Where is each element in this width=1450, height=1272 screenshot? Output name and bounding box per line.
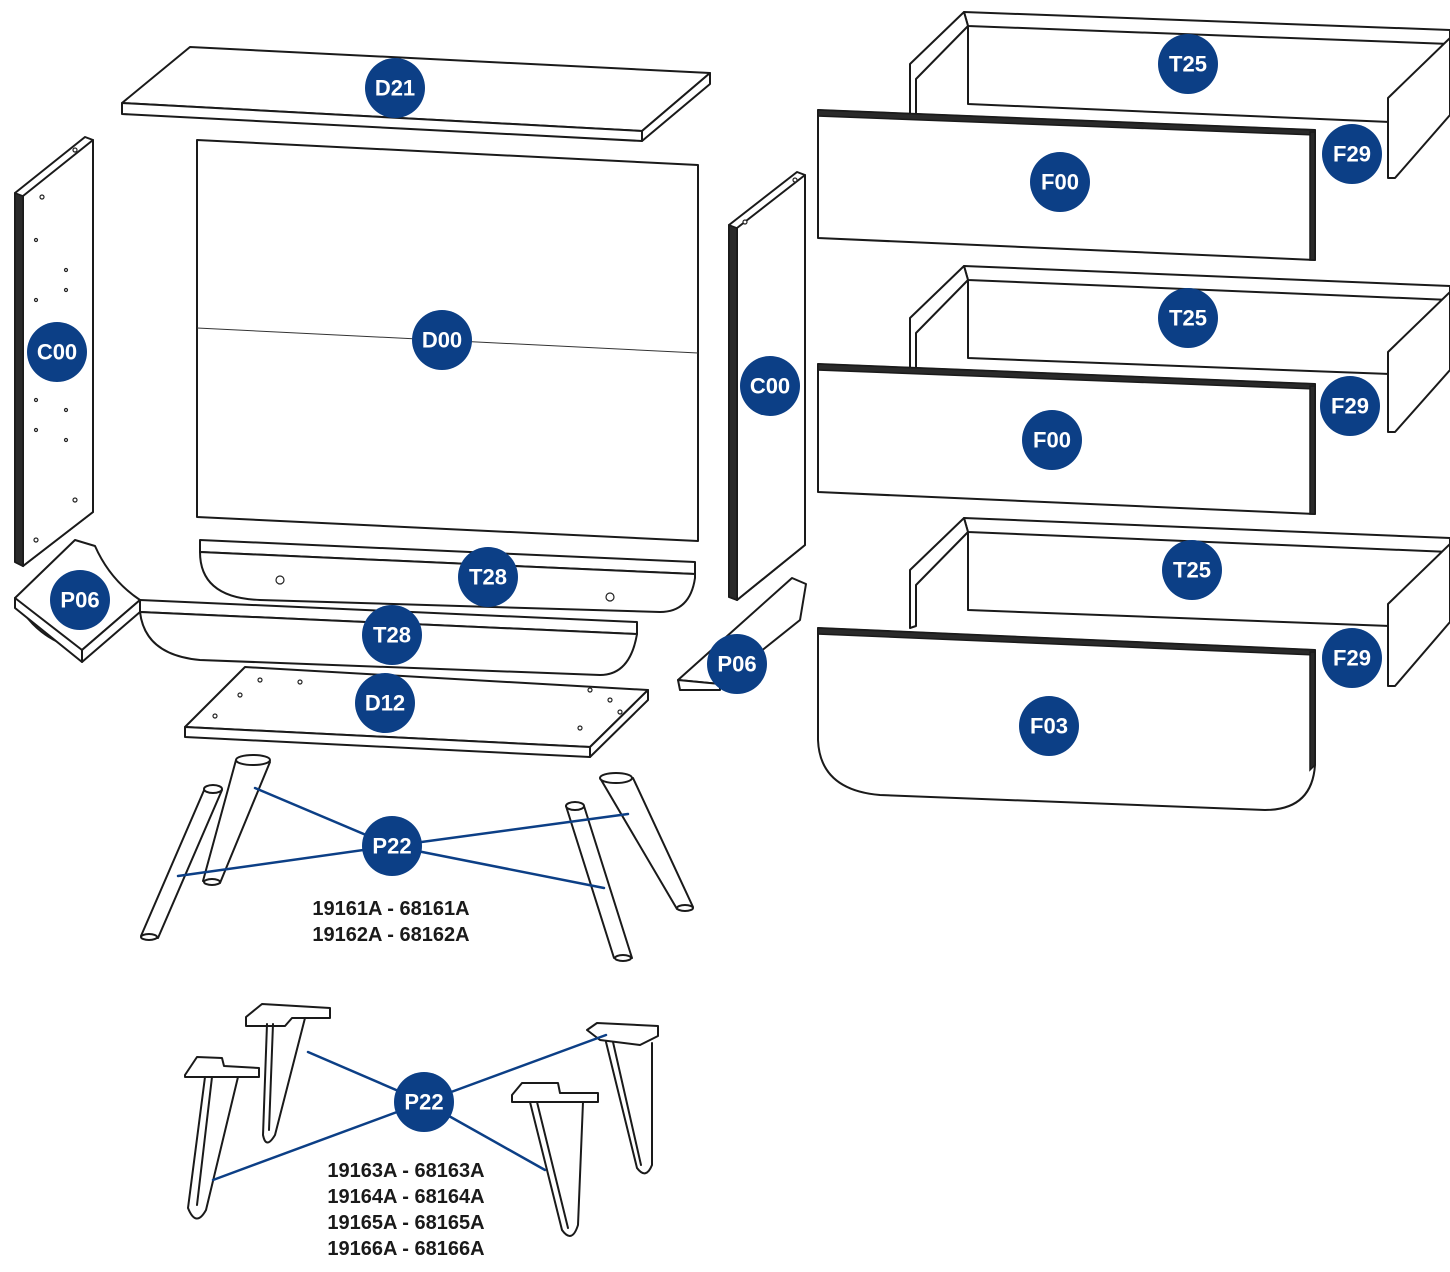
badge-t25-2: T25	[1158, 288, 1218, 348]
badge-f29-1: F29	[1322, 124, 1382, 184]
metal-leg-code-line: 19164A - 68164A	[327, 1186, 484, 1208]
badge-t25-1: T25	[1158, 34, 1218, 94]
badge-p22-metal: P22	[394, 1072, 454, 1132]
badge-f00-2: F00	[1022, 410, 1082, 470]
label-c00-left: C00	[37, 340, 77, 365]
badge-d21: D21	[365, 58, 425, 118]
label-t28-lower: T28	[373, 623, 411, 648]
left-side-holes	[33, 147, 78, 543]
badge-d12: D12	[355, 673, 415, 733]
label-f03: F03	[1030, 714, 1068, 739]
wood-legs	[140, 754, 694, 962]
label-p06-left: P06	[60, 588, 99, 613]
label-d21: D21	[375, 76, 415, 101]
label-p06-right: P06	[717, 652, 756, 677]
label-p22-wood: P22	[372, 834, 411, 859]
badge-f29-3: F29	[1322, 628, 1382, 688]
badge-t28-lower: T28	[362, 605, 422, 665]
badge-f29-2: F29	[1320, 376, 1380, 436]
front-rail-t28	[199, 539, 696, 613]
label-d00: D00	[422, 328, 462, 353]
bottom-panel-d12	[184, 666, 649, 758]
badge-p22-wood: P22	[362, 816, 422, 876]
badge-f03: F03	[1019, 696, 1079, 756]
label-t25-2: T25	[1169, 306, 1207, 331]
label-f29-3: F29	[1333, 646, 1371, 671]
metal-leg-code-line: 19163A - 68163A	[327, 1160, 484, 1182]
badge-p06-left: P06	[50, 570, 110, 630]
wood-leg-code-line: 19162A - 68162A	[312, 924, 469, 946]
metal-leg-code-line: 19166A - 68166A	[327, 1238, 484, 1260]
wood-leg-code-line: 19161A - 68161A	[312, 898, 469, 920]
wood-leg-codes: 19161A - 68161A 19162A - 68162A	[312, 898, 469, 946]
badge-d00: D00	[412, 310, 472, 370]
label-p22-metal: P22	[404, 1090, 443, 1115]
metal-legs	[184, 1003, 659, 1237]
label-t25-1: T25	[1169, 52, 1207, 77]
label-c00-right: C00	[750, 374, 790, 399]
badge-c00-left: C00	[27, 322, 87, 382]
label-t25-3: T25	[1173, 558, 1211, 583]
badge-f00-1: F00	[1030, 152, 1090, 212]
label-f00-1: F00	[1041, 170, 1079, 195]
label-f00-2: F00	[1033, 428, 1071, 453]
label-f29-2: F29	[1331, 394, 1369, 419]
badge-p06-right: P06	[707, 634, 767, 694]
badge-c00-right: C00	[740, 356, 800, 416]
metal-leg-codes: 19163A - 68163A 19164A - 68164A 19165A -…	[327, 1160, 484, 1260]
badge-t25-3: T25	[1162, 540, 1222, 600]
badge-t28-upper: T28	[458, 547, 518, 607]
bottom-panel-holes	[212, 677, 623, 731]
label-f29-1: F29	[1333, 142, 1371, 167]
label-d12: D12	[365, 691, 405, 716]
metal-leg-code-line: 19165A - 68165A	[327, 1212, 484, 1234]
label-t28-upper: T28	[469, 565, 507, 590]
